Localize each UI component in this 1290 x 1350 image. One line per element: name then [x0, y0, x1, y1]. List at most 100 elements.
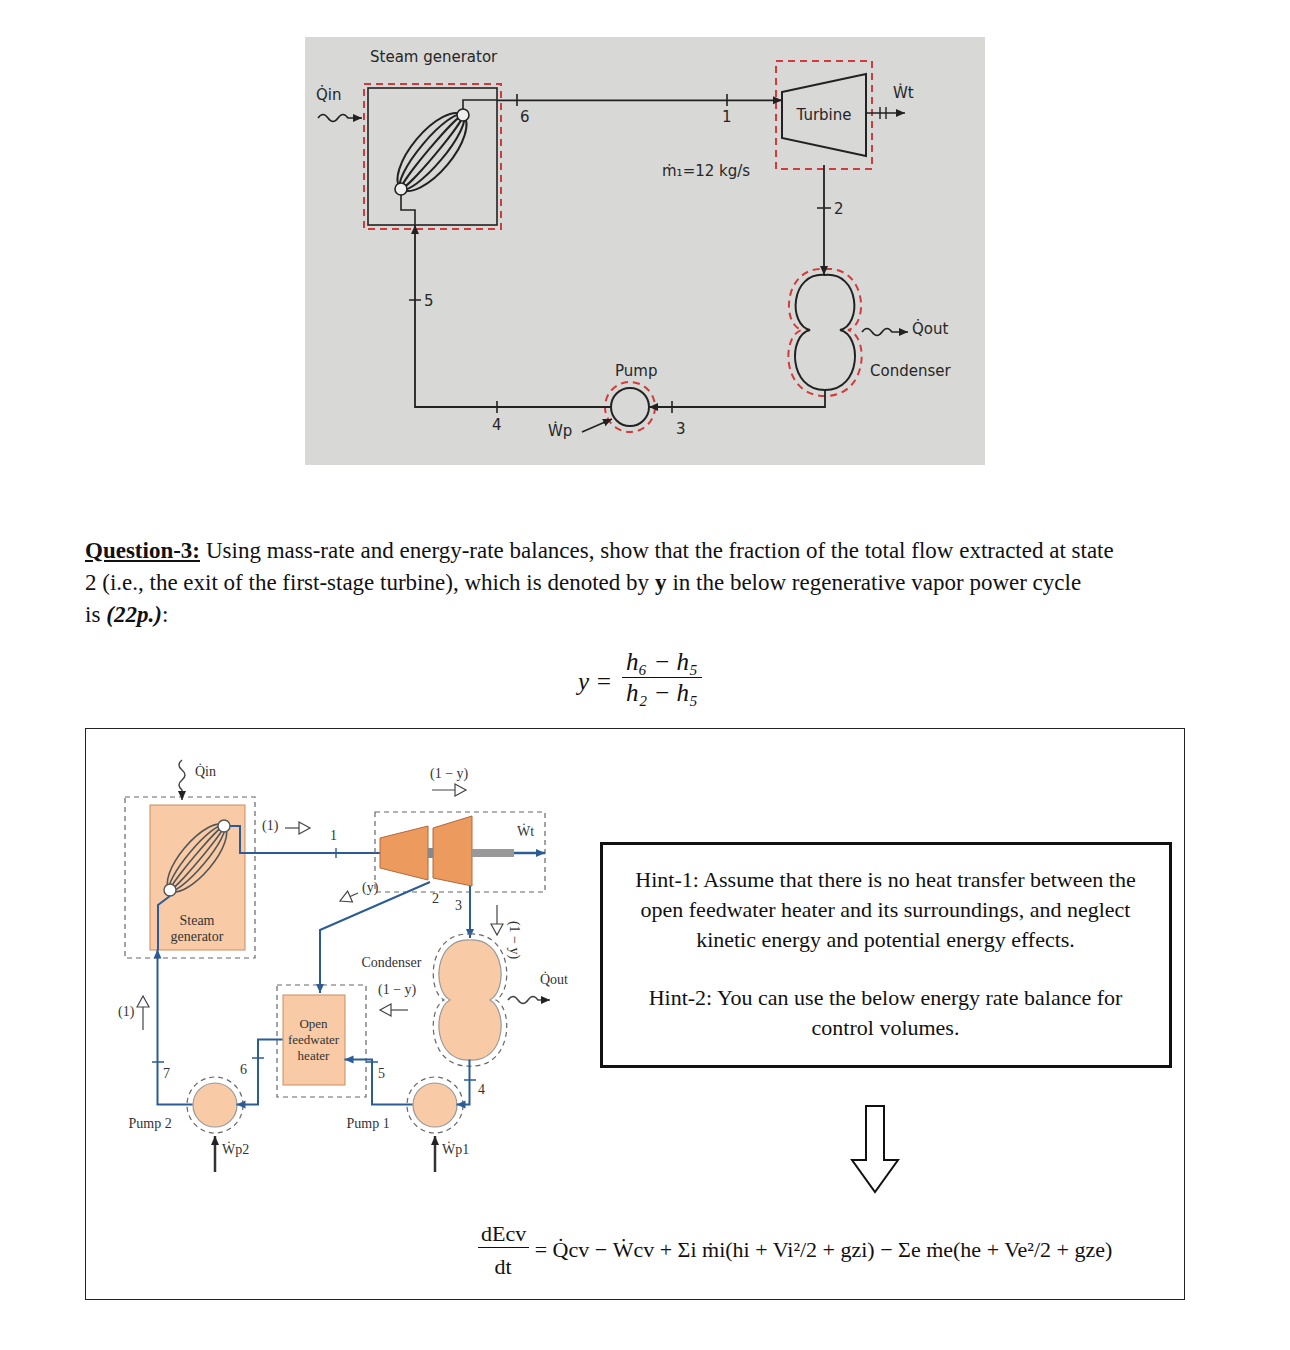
open-feedwater-heater: Open feedwater heater [283, 995, 345, 1085]
circle-shape [187, 1077, 243, 1133]
turbine-label: Turbine [782, 106, 866, 124]
path-shape [409, 94, 831, 413]
state-label: Q̇in [195, 764, 216, 780]
circle-shape [407, 1077, 463, 1133]
state-label: (y) [362, 880, 378, 896]
rect-shape [364, 84, 501, 229]
path-shape [142, 996, 143, 1030]
g-shape [158, 816, 237, 901]
state-label: Ẇt [893, 84, 914, 102]
state-label: Q̇in [316, 86, 341, 104]
flow-connector [823, 165, 825, 275]
rect-shape [277, 985, 366, 1097]
state-label: (1 − y) [430, 766, 468, 782]
path-shape [469, 886, 471, 938]
state-label: 3 [455, 898, 462, 914]
formula-denominator: h₂ − h₅ [622, 678, 702, 708]
ellipse-shape [386, 102, 478, 201]
state-label: 7 [163, 1066, 170, 1082]
state-label: 2 [432, 891, 439, 907]
flow-connector [345, 1060, 413, 1105]
hint-box: Hint-1: Assume that there is no heat tra… [600, 842, 1172, 1068]
path-shape [880, 107, 886, 119]
turbine: Turbine [782, 65, 866, 165]
circle-shape [605, 382, 655, 432]
path-shape [380, 1009, 408, 1010]
state-label: 2 [834, 200, 844, 218]
pump: Pump [611, 388, 649, 426]
condenser-label: Condenser [870, 362, 951, 380]
circle-shape [395, 183, 407, 195]
path-shape [433, 934, 507, 1066]
problem-frame-label: dt [495, 1254, 512, 1280]
rect-shape [305, 37, 985, 465]
polygon-shape [380, 826, 428, 880]
path-shape [318, 115, 362, 122]
state-label: 5 [378, 1066, 385, 1082]
problem-frame-label: dEcv [478, 1221, 529, 1248]
flow-connector [497, 99, 782, 101]
g-shape [386, 102, 478, 201]
ellipse-shape [168, 824, 227, 892]
path-shape [788, 269, 861, 396]
flow-connector [237, 1040, 283, 1105]
path-shape [245, 852, 380, 854]
rect-shape [776, 61, 872, 169]
flow-connector [158, 950, 193, 1105]
path-shape [285, 827, 310, 828]
pump-label: Pump 1 [347, 1116, 390, 1132]
path-shape [463, 100, 497, 109]
state-label: 1 [722, 108, 732, 126]
path-shape [582, 419, 612, 432]
path-shape [432, 789, 466, 790]
flow-connector [415, 225, 611, 407]
path-shape [340, 893, 358, 901]
ellipse-shape [158, 816, 237, 901]
state-label: 1 [330, 828, 337, 844]
open-feedwater-heater-label: Open feedwater heater [283, 1016, 345, 1064]
question-block: Question-3:Using mass-rate and energy-ra… [85, 535, 1130, 631]
path-shape [496, 905, 497, 935]
path-shape [401, 195, 415, 225]
question-text: y [655, 570, 667, 595]
state-label: ṁ₁=12 kg/s [662, 162, 750, 180]
pump-label: Pump [615, 362, 657, 380]
flow-connector [457, 1060, 470, 1105]
steam-generator: Steam generator [368, 88, 497, 225]
condenser: Condenser [790, 275, 860, 390]
state-label: (1 − y) [506, 921, 522, 959]
state-label: 3 [676, 420, 686, 438]
formula-numerator: h₆ − h₅ [622, 647, 702, 678]
rect-shape [428, 848, 433, 858]
rect-shape [150, 805, 245, 950]
state-label: 4 [478, 1082, 485, 1098]
steam-generator: Steam generator [150, 805, 245, 950]
state-label: Ẇp1 [442, 1142, 469, 1158]
flow-connector [649, 390, 825, 407]
state-label: Q̇out [540, 972, 568, 988]
steam-generator-label: Steam generator [370, 48, 497, 66]
question-text: : [162, 602, 168, 627]
problem-frame-label: = Q̇cv − Ẇcv + Σi ṁi(hi + Vi²/2 + gzi) −… [535, 1237, 1113, 1263]
ellipse-shape [392, 108, 472, 197]
rect-shape [472, 849, 514, 857]
circle-shape [193, 1083, 237, 1127]
path-shape [782, 74, 866, 156]
condenser-label: Condenser [362, 955, 422, 971]
formula-lhs: y = [578, 667, 612, 697]
path-shape [230, 826, 245, 853]
path-shape [862, 329, 908, 336]
path-shape [179, 760, 185, 800]
rect-shape [375, 812, 545, 892]
circle-shape [611, 388, 649, 426]
path-shape [335, 848, 336, 858]
circle-shape [457, 109, 469, 121]
question-text: Question-3: [85, 538, 200, 563]
state-label: Ẇt [517, 824, 534, 840]
polygon-shape [852, 1106, 898, 1192]
pump: Pump 2 [193, 1083, 237, 1127]
state-label: (1 − y) [378, 982, 416, 998]
path-shape [320, 882, 430, 993]
state-label: 4 [492, 416, 502, 434]
